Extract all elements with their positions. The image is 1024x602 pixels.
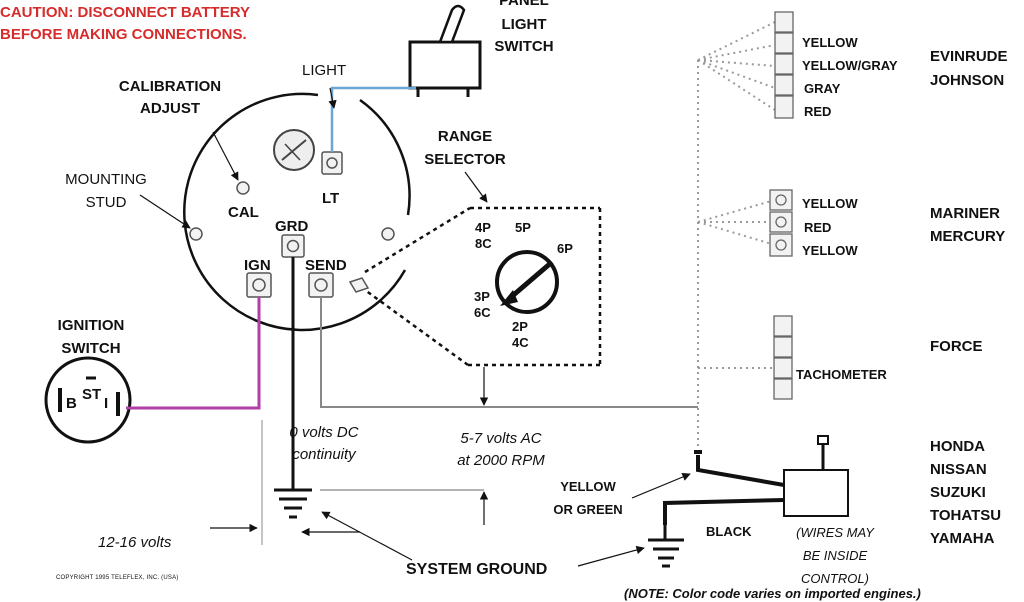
ground-symbol-left [274, 468, 312, 519]
grd-label: GRD [275, 218, 309, 235]
engine-mercury: MERCURY [930, 228, 1006, 245]
range-selector-arrow [464, 171, 488, 203]
engine-mariner: MARINER [930, 205, 1000, 222]
ignition-terminal-st: ST [82, 386, 102, 403]
system-ground-arrow-mid [321, 511, 413, 561]
ac-volts-line-1: 5-7 volts AC [460, 430, 542, 447]
ignition-terminal-i: I [104, 395, 109, 412]
light-wire [330, 86, 416, 152]
engine-bus [697, 21, 776, 455]
range-position-2p: 2P [512, 319, 528, 334]
panel-light-switch-line-3: SWITCH [494, 38, 554, 55]
mounting-stud-label-line-1: MOUNTING [65, 171, 147, 188]
panel-light-switch-line-1: PANEL [499, 0, 549, 9]
evinrude-wire-2: YELLOW/GRAY [802, 58, 898, 73]
range-selector-label-line-1: RANGE [437, 128, 493, 145]
evinrude-connector [774, 11, 794, 119]
evinrude-wire-4: RED [804, 104, 832, 119]
calibration-label-line-2: ADJUST [139, 100, 200, 117]
mounting-stud-label-line-2: STUD [85, 194, 127, 211]
evinrude-wire-1: YELLOW [802, 35, 858, 50]
range-position-6c: 6C [474, 305, 491, 320]
terminal-ign [246, 272, 272, 298]
light-label-arrow [328, 87, 337, 109]
ignition-terminal-b: B [66, 395, 77, 412]
dc-volts-label: 12-16 volts [98, 534, 172, 551]
panel-light-switch-line-2: LIGHT [501, 16, 547, 33]
mounting-stud-left [189, 227, 203, 241]
zero-volts-line-2: continuity [292, 446, 356, 463]
range-position-5p: 5P [515, 220, 531, 235]
wires-inside-line-1: (WIRES MAY [796, 525, 874, 540]
black-wire-label: BLACK [706, 524, 752, 539]
yellow-green-label-line-2: OR GREEN [553, 502, 623, 517]
range-position-4p: 4P [475, 220, 491, 235]
ignition-switch [44, 356, 132, 444]
wires-inside-line-2: BE INSIDE [802, 548, 868, 563]
caution-line-2: BEFORE MAKING CONNECTIONS. [0, 26, 247, 43]
mounting-arrow [139, 194, 191, 229]
ign-label: IGN [244, 257, 271, 274]
ignition-switch-label-line-2: SWITCH [61, 340, 121, 357]
range-selector-dial [495, 250, 559, 314]
ignition-wire [126, 297, 261, 410]
system-ground-label: SYSTEM GROUND [406, 561, 548, 578]
engine-nissan: NISSAN [930, 461, 987, 478]
calibration-adjust-screw [236, 181, 250, 195]
light-bulb-socket [273, 129, 315, 171]
range-position-4c: 4C [512, 335, 529, 350]
system-ground-arrow-right [577, 545, 645, 567]
cal-label: CAL [228, 204, 259, 221]
engine-force: FORCE [930, 338, 983, 355]
range-selector-callout [364, 206, 602, 367]
engine-suzuki: SUZUKI [930, 484, 986, 501]
terminal-send [308, 272, 334, 298]
engine-module [783, 435, 849, 517]
ground-symbol-right [648, 525, 684, 568]
range-selector-label-line-2: SELECTOR [424, 151, 506, 168]
engine-honda: HONDA [930, 438, 985, 455]
yellow-green-label-line-1: YELLOW [560, 479, 616, 494]
mariner-wire-2: RED [804, 220, 832, 235]
yellow-green-wire [696, 455, 785, 487]
lt-label: LT [322, 190, 340, 207]
mariner-connector [769, 189, 793, 257]
terminal-grd [281, 234, 305, 258]
range-position-6p: 6P [557, 241, 573, 256]
evinrude-wire-3: GRAY [804, 81, 841, 96]
gauge-outline [183, 92, 411, 332]
send-label: SEND [305, 257, 347, 274]
mounting-stud-right [381, 227, 395, 241]
ignition-switch-label-line-1: IGNITION [57, 317, 125, 334]
black-wire [663, 498, 785, 525]
send-wire [320, 297, 698, 408]
caution-line-1: CAUTION: DISCONNECT BATTERY [0, 4, 250, 21]
engine-johnson: JOHNSON [930, 72, 1005, 89]
engine-evinrude: EVINRUDE [930, 48, 1008, 65]
wires-inside-line-3: CONTROL) [801, 571, 869, 586]
range-position-8c: 8C [475, 236, 492, 251]
calibration-label-line-1: CALIBRATION [118, 78, 222, 95]
force-wire-tachometer: TACHOMETER [796, 367, 887, 382]
mariner-wire-3: YELLOW [802, 243, 858, 258]
terminal-lt [321, 151, 343, 175]
panel-light-switch [408, 4, 482, 97]
range-position-3p: 3P [474, 289, 490, 304]
engine-tohatsu: TOHATSU [930, 507, 1002, 524]
range-selector-screw [348, 277, 370, 293]
ac-volts-line-2: at 2000 RPM [457, 452, 545, 469]
mariner-wire-1: YELLOW [802, 196, 858, 211]
zero-volts-line-1: 0 volts DC [289, 424, 359, 441]
light-label: LIGHT [302, 62, 347, 79]
engine-yamaha: YAMAHA [930, 530, 995, 547]
calibration-arrow [212, 131, 239, 181]
force-connector [773, 315, 793, 400]
color-code-note: (NOTE: Color code varies on imported eng… [624, 586, 921, 601]
yellow-green-arrow [631, 473, 691, 499]
copyright-text: COPYRIGHT 1995 TELEFLEX, INC. (USA) [56, 575, 179, 581]
